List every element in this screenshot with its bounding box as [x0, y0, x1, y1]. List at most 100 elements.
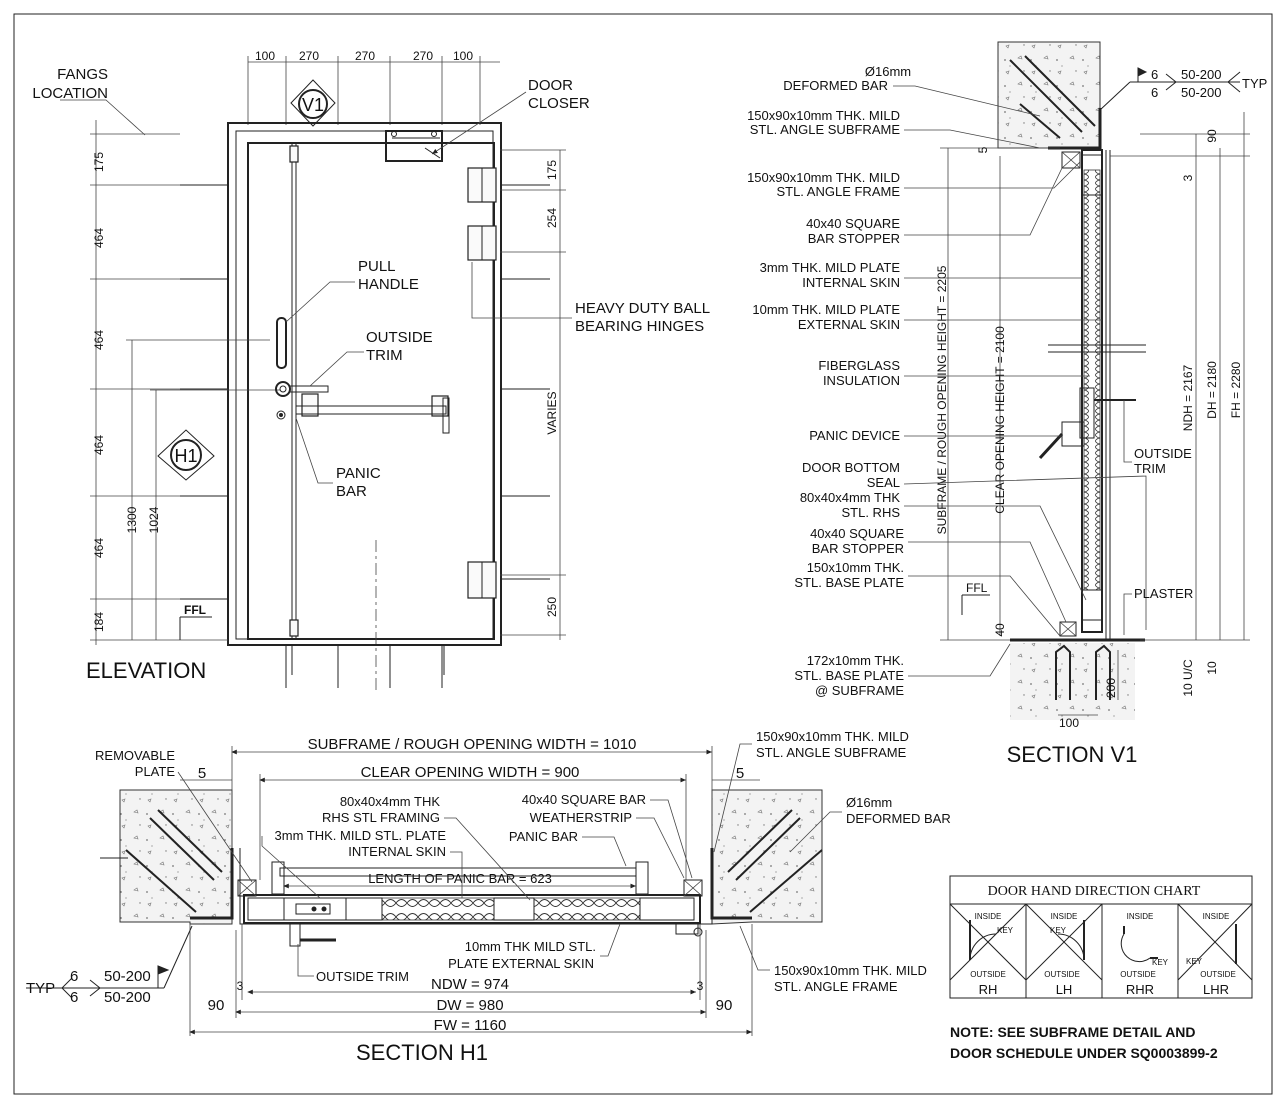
h1-fw: FW = 1160	[434, 1017, 507, 1034]
v1-dim-100: 100	[1059, 716, 1079, 730]
h1-weld-d: 50-200	[104, 989, 151, 1006]
top-dim-5: 100	[453, 49, 473, 63]
h1-wall-right	[711, 789, 823, 925]
section-v1-title: SECTION V1	[1007, 742, 1138, 767]
h1-ndw: NDW = 974	[431, 976, 509, 993]
h1-weld-a: 6	[70, 968, 78, 985]
left-dim-1: 175	[92, 152, 106, 172]
v1-label-25: @ SUBFRAME	[815, 683, 904, 698]
section-v1-label: V1	[302, 95, 324, 115]
door-frame-inner	[235, 130, 494, 640]
v1-dim-ndh: NDH = 2167	[1181, 364, 1195, 431]
v1-label-2: 150x90x10mm THK. MILD	[747, 108, 900, 123]
v1-weld-d: 50-200	[1181, 85, 1221, 100]
label-pull-handle-1: PULL	[358, 258, 396, 275]
v1-label-19: 40x40 SQUARE	[810, 526, 904, 541]
h1-insulation-1	[381, 897, 495, 921]
v1-label-1: DEFORMED BAR	[783, 78, 888, 93]
left-dim-4: 464	[92, 435, 106, 455]
rhr-outside: OUTSIDE	[1120, 970, 1156, 979]
label-fangs: FANGS	[57, 66, 108, 83]
h1-label-sqbar: 40x40 SQUARE BAR	[522, 792, 646, 807]
v1-outside-trim-2: TRIM	[1134, 461, 1166, 476]
rhr-inside: INSIDE	[1127, 912, 1154, 921]
v1-plaster: PLASTER	[1134, 586, 1193, 601]
v1-label-10: 10mm THK. MILD PLATE	[752, 302, 900, 317]
v1-label-11: EXTERNAL SKIN	[798, 317, 900, 332]
h1-insulation-2	[533, 897, 641, 921]
v1-label-7: BAR STOPPER	[808, 231, 900, 246]
lh-inside: INSIDE	[1051, 912, 1078, 921]
v1-door-leaf	[1081, 149, 1103, 633]
h1-clear-width: CLEAR OPENING WIDTH = 900	[361, 764, 580, 781]
elevation-view: 100 270 270 270 100	[32, 49, 710, 690]
lhr-outside: OUTSIDE	[1200, 970, 1236, 979]
section-v1-marker	[290, 79, 336, 127]
section-h1-view: SUBFRAME / ROUGH OPENING WIDTH = 1010 CL…	[26, 729, 951, 1065]
dim-1300: 1300	[125, 506, 139, 533]
left-dim-6: 184	[92, 612, 106, 632]
door-hand-chart-border	[949, 875, 1253, 999]
top-dim-2: 270	[299, 49, 319, 63]
h1-dim-3-left: 3	[237, 979, 244, 993]
h1-label-bar-1: Ø16mm	[846, 795, 892, 810]
lhr-key: KEY	[1186, 957, 1203, 966]
v1-weld-a: 6	[1151, 67, 1158, 82]
v1-label-23: 172x10mm THK.	[807, 653, 904, 668]
v1-label-15: DOOR BOTTOM	[802, 460, 900, 475]
v1-floor-concrete	[1010, 643, 1135, 720]
v1-weld-c: 50-200	[1181, 67, 1221, 82]
v1-label-22: STL. BASE PLATE	[794, 575, 904, 590]
outside-trim	[275, 381, 291, 397]
section-h1-title: SECTION H1	[356, 1040, 488, 1065]
lhr-inside: INSIDE	[1203, 912, 1230, 921]
label-outside-trim-1: OUTSIDE	[366, 329, 433, 346]
v1-dim-10: 10	[1205, 661, 1219, 675]
v1-label-12: FIBERGLASS	[818, 358, 900, 373]
h1-weld-b: 6	[70, 989, 78, 1006]
panic-bar	[295, 405, 447, 415]
door-hand-chart: DOOR HAND DIRECTION CHART INSIDE KEY OUT…	[949, 875, 1253, 999]
note-line-1: NOTE: SEE SUBFRAME DETAIL AND	[950, 1024, 1196, 1040]
label-pull-handle-2: HANDLE	[358, 276, 419, 293]
right-dim-varies: VARIES	[545, 391, 559, 434]
label-hinges-2: BEARING HINGES	[575, 318, 704, 335]
dim-1024: 1024	[147, 506, 161, 533]
elevation-ffl: FFL	[184, 603, 206, 617]
h1-label-bar-2: DEFORMED BAR	[846, 811, 951, 826]
elevation-title: ELEVATION	[86, 658, 206, 683]
v1-label-18: STL. RHS	[841, 505, 900, 520]
v1-label-24: STL. BASE PLATE	[794, 668, 904, 683]
h1-wall-left	[119, 789, 233, 925]
label-fangs-location: LOCATION	[32, 85, 108, 102]
v1-label-14: PANIC DEVICE	[809, 428, 900, 443]
section-h1-label: H1	[174, 446, 197, 466]
note-line-2: DOOR SCHEDULE UNDER SQ0003899-2	[950, 1045, 1218, 1061]
v1-wall-concrete	[997, 41, 1101, 149]
v1-label-16: SEAL	[867, 475, 900, 490]
v1-label-5: STL. ANGLE FRAME	[776, 184, 900, 199]
v1-dim-200: 200	[1104, 678, 1118, 698]
v1-dim-40: 40	[993, 623, 1007, 637]
v1-dim-fh: FH = 2280	[1229, 361, 1243, 418]
h1-dim-90-left: 90	[208, 997, 225, 1014]
h1-label-rhs-1: 80x40x4mm THK	[340, 794, 441, 809]
right-dim-4: 250	[545, 597, 559, 617]
door-closer	[385, 130, 443, 162]
door-frame	[227, 122, 502, 646]
v1-label-9: INTERNAL SKIN	[802, 275, 900, 290]
v1-dim-5: 5	[976, 146, 990, 153]
label-door-closer-2: CLOSER	[528, 95, 590, 112]
top-dim-3: 270	[355, 49, 375, 63]
v1-label-21: 150x10mm THK.	[807, 560, 904, 575]
sheet-border	[13, 13, 1273, 1095]
section-h1-marker	[157, 429, 215, 481]
h1-label-angle-frame-2: STL. ANGLE FRAME	[774, 979, 898, 994]
v1-dim-10uc: 10 U/C	[1181, 659, 1195, 697]
h1-label-outside-trim: OUTSIDE TRIM	[316, 969, 409, 984]
v1-dim-subframe: SUBFRAME / ROUGH OPENING HEIGHT = 2205	[935, 265, 949, 534]
h1-door-leaf	[243, 894, 701, 924]
h1-dim-90-right: 90	[716, 997, 733, 1014]
